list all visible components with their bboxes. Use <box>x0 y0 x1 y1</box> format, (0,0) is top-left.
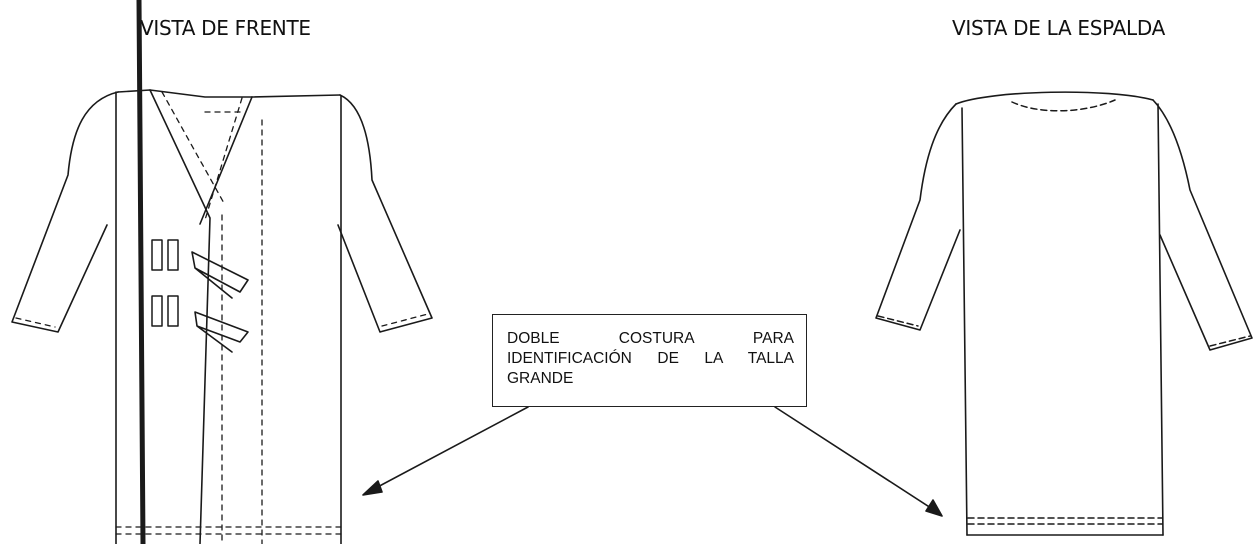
front-wrap-stitch <box>204 97 243 221</box>
front-right-sleeve <box>337 94 433 333</box>
front-left-sleeve-cuff-stitch <box>15 317 56 328</box>
callout-arrow-back <box>774 406 935 511</box>
front-tie-top <box>191 251 249 299</box>
front-right-sleeve-cuff-stitch <box>381 313 429 327</box>
back-right-sleeve <box>1152 99 1253 351</box>
back-neck-stitch <box>1011 99 1116 112</box>
front-center-marker-line <box>136 0 146 544</box>
front-wrap-outer-edge <box>149 89 211 544</box>
callout-arrow-back-head <box>925 499 943 517</box>
front-view-title: VISTA DE FRENTE <box>140 16 311 40</box>
back-left-sleeve <box>875 103 961 331</box>
callout-arrow-front <box>371 406 529 491</box>
front-gown <box>11 0 433 544</box>
back-right-cuff-stitch <box>1209 335 1251 347</box>
callout-text: DOBLE COSTURA PARA IDENTIFICACIÓN DE LA … <box>507 330 794 387</box>
front-tie-loops-bottom <box>151 295 179 327</box>
front-tie-loops-top <box>151 239 179 271</box>
back-gown <box>875 91 1253 536</box>
front-neck-stitch <box>161 91 226 206</box>
back-body-right-side <box>1157 103 1164 536</box>
back-body-left-side <box>961 107 968 536</box>
double-stitch-callout: DOBLE COSTURA PARA IDENTIFICACIÓN DE LA … <box>492 314 807 407</box>
front-wrap-inner-edge <box>199 96 253 225</box>
back-left-cuff-stitch <box>877 315 919 327</box>
back-shoulder-line <box>955 91 1154 105</box>
callout-arrow-front-head <box>362 480 383 496</box>
back-view-title: VISTA DE LA ESPALDA <box>952 16 1165 40</box>
front-tie-bottom <box>194 311 249 353</box>
front-left-sleeve <box>11 91 119 333</box>
